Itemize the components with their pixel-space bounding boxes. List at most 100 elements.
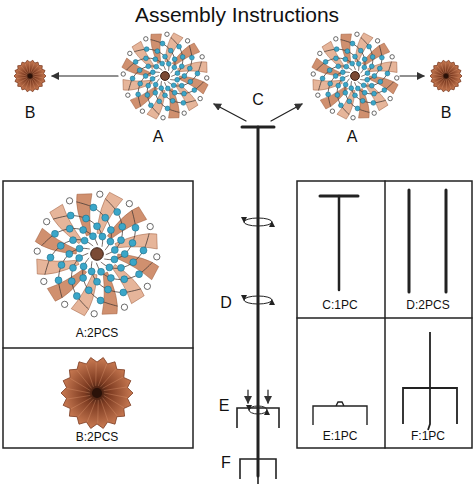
spiral-arm xyxy=(138,72,160,107)
wire-curl xyxy=(334,37,338,41)
wheel-hub xyxy=(351,72,360,81)
cap-ridge xyxy=(449,73,459,75)
spiral-arm xyxy=(53,216,103,247)
spiral-arm xyxy=(345,79,369,113)
blue-bead xyxy=(136,271,143,278)
blue-bead xyxy=(68,278,75,285)
wire-curl xyxy=(121,304,127,310)
blue-bead xyxy=(372,91,377,96)
wheel-blade xyxy=(366,83,388,110)
cap-body xyxy=(14,60,46,92)
blue-bead xyxy=(107,227,114,234)
blue-bead xyxy=(105,286,112,293)
wire-curl xyxy=(66,198,72,204)
blue-bead xyxy=(146,83,151,88)
blue-bead xyxy=(163,54,168,59)
direction-arrow xyxy=(247,390,248,403)
blue-bead xyxy=(102,214,109,221)
cap-body xyxy=(61,358,133,429)
spiral-arm xyxy=(45,240,93,275)
wheel-blade xyxy=(102,272,117,314)
blue-bead xyxy=(362,57,367,62)
blue-bead xyxy=(136,92,141,97)
cap-ridge xyxy=(101,369,116,387)
blue-bead xyxy=(189,55,194,60)
cap-ridge xyxy=(442,79,446,89)
wire-curl xyxy=(154,254,160,260)
blue-bead xyxy=(160,61,165,66)
blue-bead xyxy=(338,103,343,108)
spiral-arm xyxy=(341,40,365,74)
blue-bead xyxy=(360,98,365,103)
spiral-arm xyxy=(76,202,111,250)
blue-bead xyxy=(326,92,331,97)
blue-bead xyxy=(66,251,73,258)
blue-bead xyxy=(121,276,128,283)
blue-bead xyxy=(168,48,173,53)
wire-curl xyxy=(121,72,125,76)
cap-ridge xyxy=(26,79,30,89)
wire-curl xyxy=(91,311,97,317)
blue-bead xyxy=(385,71,390,76)
rotate-arrow xyxy=(244,222,272,226)
ground-fork xyxy=(403,332,457,430)
spiral-arm xyxy=(328,72,350,107)
direction-arrow xyxy=(400,75,424,76)
blue-bead xyxy=(165,106,170,111)
illustration-layer xyxy=(3,32,472,484)
blue-bead xyxy=(97,297,104,304)
blue-bead xyxy=(80,227,87,234)
wheel-blade xyxy=(123,80,153,91)
blue-bead xyxy=(187,66,192,71)
wheel-blade xyxy=(322,41,344,68)
blue-bead xyxy=(367,44,372,49)
cap-ridge xyxy=(97,400,98,424)
cap-ridge xyxy=(67,395,90,399)
blue-bead xyxy=(180,55,185,60)
wire-curl xyxy=(372,111,376,115)
cap-ridge xyxy=(441,63,444,73)
blue-bead xyxy=(370,55,375,60)
cap-ridge xyxy=(438,79,445,87)
wire-curl xyxy=(144,37,148,41)
wire-curl xyxy=(205,76,209,80)
blue-bead xyxy=(99,233,106,240)
blue-bead xyxy=(365,77,370,82)
blue-bead xyxy=(153,82,158,87)
blue-bead xyxy=(334,56,339,61)
blue-bead xyxy=(144,56,149,61)
blue-bead xyxy=(349,86,354,91)
wheel-hub xyxy=(91,248,104,261)
blue-bead xyxy=(362,65,367,70)
blue-bead xyxy=(129,240,136,247)
pole-part xyxy=(408,190,411,292)
blue-bead xyxy=(119,223,126,230)
blue-bead xyxy=(111,246,118,253)
blue-bead xyxy=(177,44,182,49)
blue-bead xyxy=(76,245,83,252)
blue-bead xyxy=(58,262,65,269)
blue-bead xyxy=(362,90,367,95)
cap-ridge xyxy=(104,395,124,407)
cap-ridge xyxy=(433,77,443,79)
wheel-blade xyxy=(47,269,86,301)
blue-bead xyxy=(83,215,90,222)
blue-bead xyxy=(336,64,341,69)
cap-ridge xyxy=(32,69,41,74)
rotate-arrow xyxy=(244,300,272,304)
blue-bead xyxy=(114,208,121,215)
blue-bead xyxy=(327,68,332,73)
cap-ridge xyxy=(87,400,96,422)
wheel-blade xyxy=(169,89,180,119)
parts-panel xyxy=(3,181,193,448)
wire-curl xyxy=(126,200,132,206)
blue-bead xyxy=(153,90,158,95)
blue-bead xyxy=(66,225,73,232)
blue-bead xyxy=(343,90,348,95)
blue-bead xyxy=(107,275,114,282)
blue-bead xyxy=(85,287,92,294)
end-cap xyxy=(430,60,462,92)
cap-ridge xyxy=(101,399,109,421)
blue-bead xyxy=(153,57,158,62)
